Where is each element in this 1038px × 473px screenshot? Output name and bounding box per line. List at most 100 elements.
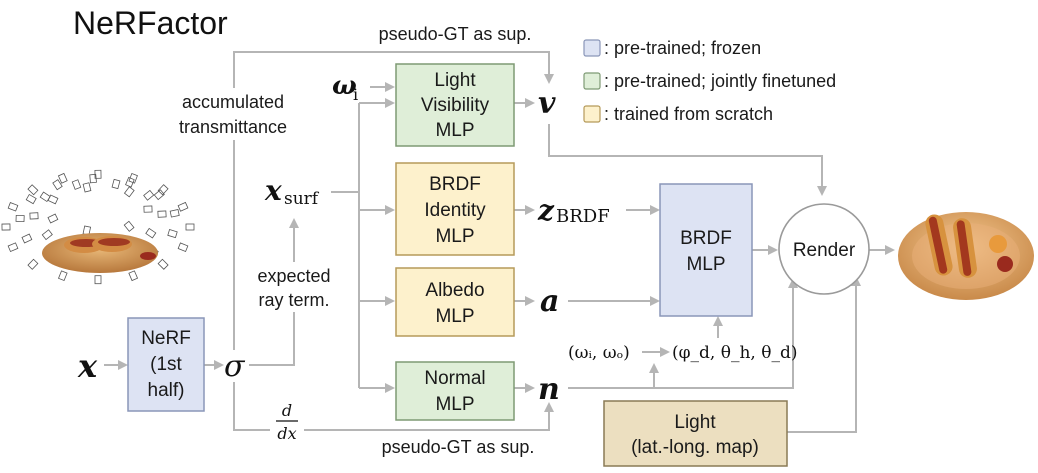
camera-frustum [167, 229, 178, 239]
camera-frustum [125, 176, 135, 188]
camera-frustum [7, 202, 19, 212]
accumulated-line-2: transmittance [179, 117, 287, 137]
visibility-line-2: Visibility [421, 95, 490, 116]
math-x-surf-sub: surf [284, 189, 320, 209]
brdf-mlp-box: BRDF MLP [659, 183, 753, 317]
render-label: Render [793, 240, 856, 261]
camera-frustum [177, 201, 189, 212]
camera-frustum [157, 184, 169, 196]
camera-frustum [153, 189, 165, 201]
camera-frustum [41, 229, 53, 241]
camera-frustum [123, 220, 135, 232]
camera-frustum [27, 258, 39, 270]
visibility-line-3: MLP [435, 120, 474, 141]
camera-frustum [128, 172, 138, 184]
math-deriv-num: d [282, 401, 292, 420]
light-line-2: (lat.-long. map) [631, 437, 759, 458]
legend-finetuned-label: : pre-trained; jointly finetuned [604, 71, 836, 91]
math-v: v [538, 86, 556, 121]
math-x-surf: x surf [263, 174, 331, 209]
multiview-input-image [1, 169, 195, 285]
arrow-v-to-render [548, 124, 827, 196]
camera-frustum [71, 179, 82, 190]
camera-frustum [1, 223, 11, 231]
camera-frustum [177, 242, 189, 253]
nerf-box: NeRF (1st half) [127, 317, 205, 412]
camera-frustum [27, 184, 39, 196]
nerf-line-1: NeRF [141, 328, 191, 349]
rendered-output-image [898, 212, 1034, 300]
normal-line-2: MLP [435, 394, 474, 415]
identity-line-3: MLP [435, 226, 474, 247]
arrow-pseudo-gt-visibility [233, 51, 554, 350]
expected-ray-term-label: expected ray term. [250, 262, 340, 312]
legend: : pre-trained; frozen : pre-trained; joi… [583, 38, 836, 124]
camera-frustum [145, 227, 157, 239]
math-z-sub: BRDF [556, 206, 610, 227]
camera-frustum [21, 233, 33, 244]
arrow-n-to-render [568, 278, 798, 389]
legend-swatch-frozen [583, 39, 601, 57]
brdf-identity-mlp-box: BRDF Identity MLP [395, 162, 515, 256]
math-x-surf-symbol: x [264, 174, 282, 207]
albedo-line-1: Albedo [425, 280, 484, 301]
camera-frustum [143, 205, 153, 213]
math-omega-i-sub: i [353, 85, 358, 104]
normal-mlp-box: Normal MLP [395, 361, 515, 421]
camera-frustum [25, 193, 37, 205]
math-omega-pair: (ωᵢ, ωₒ) [568, 343, 630, 363]
camera-frustum [57, 172, 68, 184]
brdf-line-1: BRDF [680, 228, 732, 249]
legend-swatch-scratch [583, 105, 601, 123]
pseudo-gt-top-label: pseudo-GT as sup. [379, 24, 532, 44]
accumulated-transmittance-label: accumulated transmittance [168, 88, 300, 140]
legend-swatch-finetuned [583, 72, 601, 90]
math-omega-i-symbol: ω [332, 71, 357, 101]
math-z-symbol: z [537, 194, 555, 227]
camera-frustum [111, 178, 121, 190]
camera-frustum [47, 213, 59, 224]
camera-frustum [157, 258, 169, 270]
math-z-brdf: z BRDF [537, 194, 610, 227]
expected-line-1: expected [257, 266, 330, 286]
pseudo-gt-bottom-label: pseudo-GT as sup. [382, 437, 535, 457]
edges [104, 51, 895, 433]
math-a: a [540, 284, 559, 319]
render-node: Render [778, 203, 870, 295]
light-visibility-mlp-box: Light Visibility MLP [395, 63, 515, 147]
camera-frustum [15, 214, 25, 223]
identity-line-1: BRDF [429, 174, 481, 195]
camera-frustum [185, 223, 195, 231]
math-angles: (φ_d, θ_h, θ_d) [672, 343, 797, 363]
camera-frustum [29, 212, 39, 220]
camera-frustum [89, 173, 97, 184]
light-box: Light (lat.-long. map) [603, 400, 788, 467]
nerf-line-3: half) [148, 380, 185, 401]
camera-frustum [143, 189, 155, 201]
math-deriv-den: dx [277, 424, 296, 443]
camera-frustum [128, 270, 139, 282]
math-n: n [538, 372, 560, 407]
camera-frustum [94, 275, 102, 285]
camera-frustum [157, 210, 167, 218]
albedo-mlp-box: Albedo MLP [395, 267, 515, 337]
light-line-1: Light [674, 412, 716, 433]
math-x-input: x [77, 347, 98, 385]
legend-scratch-label: : trained from scratch [604, 104, 773, 124]
camera-frustum [7, 242, 19, 253]
expected-line-2: ray term. [258, 290, 329, 310]
nerf-line-2: (1st [150, 354, 182, 375]
arrow-pseudo-gt-normal [233, 382, 554, 431]
page-title: NeRFactor [73, 5, 228, 41]
visibility-line-1: Light [434, 70, 476, 91]
camera-frustum [57, 270, 68, 282]
camera-frustum [47, 194, 59, 205]
math-derivative: d dx [270, 400, 304, 443]
camera-frustum [52, 179, 63, 191]
camera-frustum [123, 186, 135, 198]
legend-frozen-label: : pre-trained; frozen [604, 38, 761, 58]
albedo-line-2: MLP [435, 306, 474, 327]
math-omega-i: ω i [332, 71, 358, 104]
identity-line-2: Identity [424, 200, 486, 221]
math-sigma: σ [224, 349, 246, 384]
